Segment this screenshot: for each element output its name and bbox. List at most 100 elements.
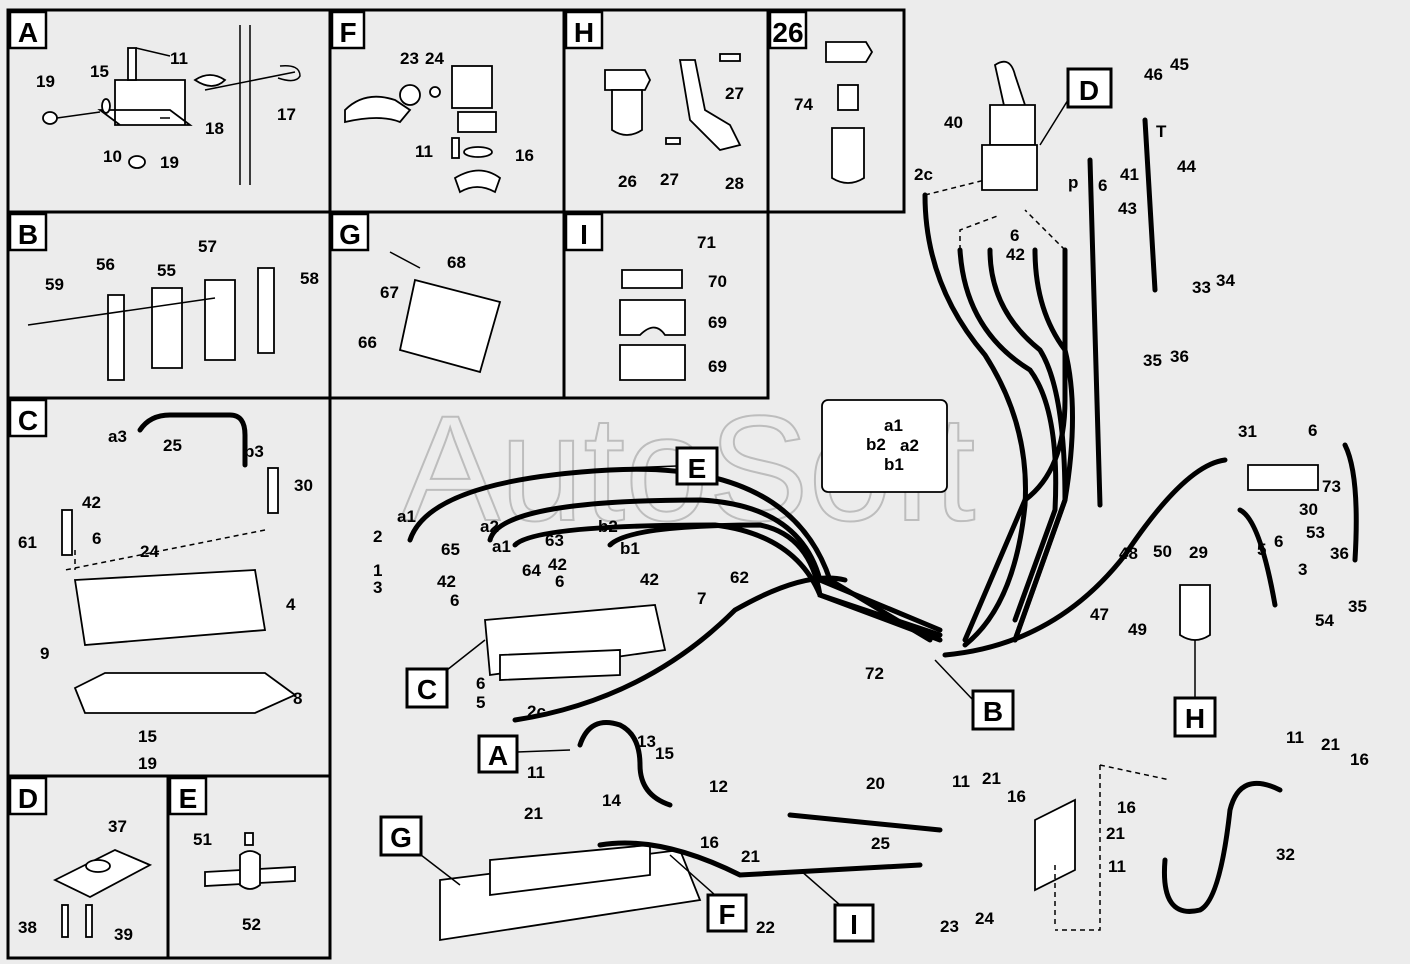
part-label: E bbox=[688, 453, 707, 484]
part-label: I bbox=[580, 219, 588, 250]
part-label: 31 bbox=[1238, 422, 1257, 441]
part-label: 40 bbox=[944, 113, 963, 132]
part-label: 11 bbox=[1286, 728, 1304, 747]
part-label: 24 bbox=[140, 542, 159, 561]
part-label: 11 bbox=[952, 772, 970, 791]
part-label: 14 bbox=[602, 791, 621, 810]
part-label: 69 bbox=[708, 313, 727, 332]
panel-b: B 56 55 57 58 59 bbox=[8, 212, 319, 381]
part-label: 56 bbox=[96, 255, 115, 274]
panel-26: 26 74 bbox=[768, 10, 874, 184]
part-label: 16 bbox=[1007, 787, 1026, 806]
part-label: b1 bbox=[884, 455, 904, 474]
part-label: 39 bbox=[114, 925, 133, 944]
callouts: D E C B H A G F I bbox=[379, 67, 1217, 943]
part-label: 51 bbox=[193, 830, 212, 849]
part-label: 16 bbox=[1350, 750, 1369, 769]
panel-d: D 37 38 39 bbox=[8, 776, 153, 944]
main-assembly: a1 b2 a2 b1 bbox=[64, 60, 1359, 942]
panel-g: G 68 67 66 bbox=[330, 212, 502, 374]
part-label: 6 bbox=[1010, 226, 1019, 245]
part-label: 58 bbox=[300, 269, 319, 288]
part-label: 9 bbox=[40, 644, 49, 663]
part-label: B bbox=[18, 219, 38, 250]
part-label: 25 bbox=[163, 436, 182, 455]
part-label: G bbox=[390, 822, 412, 853]
part-label: 22 bbox=[756, 918, 775, 937]
part-label: 27 bbox=[660, 170, 679, 189]
part-label: 6 bbox=[1308, 421, 1317, 440]
part-label: A bbox=[488, 740, 508, 771]
panel-e: E 51 52 bbox=[168, 776, 296, 934]
part-label: 62 bbox=[730, 568, 749, 587]
part-label: 37 bbox=[108, 817, 127, 836]
part-label: 6 bbox=[450, 591, 459, 610]
part-label: 21 bbox=[524, 804, 543, 823]
part-label: 16 bbox=[1117, 798, 1136, 817]
part-label: D bbox=[18, 783, 38, 814]
part-label: 53 bbox=[1306, 523, 1325, 542]
part-label: 30 bbox=[294, 476, 313, 495]
part-label: 35 bbox=[1348, 597, 1367, 616]
part-label: 66 bbox=[358, 333, 377, 352]
panel-a: A 11 15 19 17 18 10 19 bbox=[8, 10, 301, 185]
part-label: 69 bbox=[708, 357, 727, 376]
part-label: 63 bbox=[545, 531, 564, 550]
part-label: H bbox=[1185, 703, 1205, 734]
part-label: E bbox=[179, 783, 198, 814]
part-label: B bbox=[983, 696, 1003, 727]
part-label: b3 bbox=[244, 442, 264, 461]
part-label: 47 bbox=[1090, 605, 1109, 624]
part-label: 21 bbox=[982, 769, 1001, 788]
panel-f: F 23 24 11 16 bbox=[330, 10, 534, 194]
part-label: 44 bbox=[1177, 157, 1196, 176]
part-label: 26 bbox=[618, 172, 637, 191]
part-label: 45 bbox=[1170, 55, 1189, 74]
part-label: 42 bbox=[437, 572, 456, 591]
part-label: 42 bbox=[548, 555, 567, 574]
part-label: 38 bbox=[18, 918, 37, 937]
part-label: 6 bbox=[1098, 176, 1107, 195]
part-label: G bbox=[339, 219, 361, 250]
part-label: 3 bbox=[1298, 560, 1307, 579]
part-label: 61 bbox=[18, 533, 37, 552]
part-label: 15 bbox=[90, 62, 109, 81]
part-label: D bbox=[1079, 75, 1099, 106]
panel-i: I 71 70 69 69 bbox=[564, 212, 727, 381]
part-label: 68 bbox=[447, 253, 466, 272]
part-label: 18 bbox=[205, 119, 224, 138]
part-label: 17 bbox=[277, 105, 296, 124]
part-label: 6 bbox=[476, 674, 485, 693]
part-label: 11 bbox=[527, 763, 545, 782]
part-label: 52 bbox=[242, 915, 261, 934]
part-label: F bbox=[718, 899, 735, 930]
part-label: 13 bbox=[637, 732, 656, 751]
part-label: 4 bbox=[286, 595, 296, 614]
part-label: a2 bbox=[480, 517, 499, 536]
part-label: F bbox=[339, 17, 356, 48]
part-label: a1 bbox=[397, 507, 416, 526]
part-label: 73 bbox=[1322, 477, 1341, 496]
part-label: 1 bbox=[373, 561, 382, 580]
part-label: b2 bbox=[866, 435, 886, 454]
part-label: 49 bbox=[1128, 620, 1147, 639]
part-label: 2 bbox=[373, 527, 382, 546]
part-label: a1 bbox=[884, 416, 903, 435]
part-label: 21 bbox=[741, 847, 760, 866]
part-label: 7 bbox=[697, 589, 706, 608]
part-label: 41 bbox=[1120, 165, 1139, 184]
part-label: a1 bbox=[492, 537, 511, 556]
part-label: 10 bbox=[103, 147, 122, 166]
part-label: 19 bbox=[138, 754, 157, 773]
part-label: 67 bbox=[380, 283, 399, 302]
part-label: H bbox=[574, 17, 594, 48]
part-label: 57 bbox=[198, 237, 217, 256]
part-label: 11 bbox=[415, 142, 433, 161]
part-label: 36 bbox=[1170, 347, 1189, 366]
part-label: 25 bbox=[871, 834, 890, 853]
part-label: 8 bbox=[293, 689, 302, 708]
part-label: 42 bbox=[82, 493, 101, 512]
part-label: 16 bbox=[700, 833, 719, 852]
part-label: 64 bbox=[522, 561, 541, 580]
